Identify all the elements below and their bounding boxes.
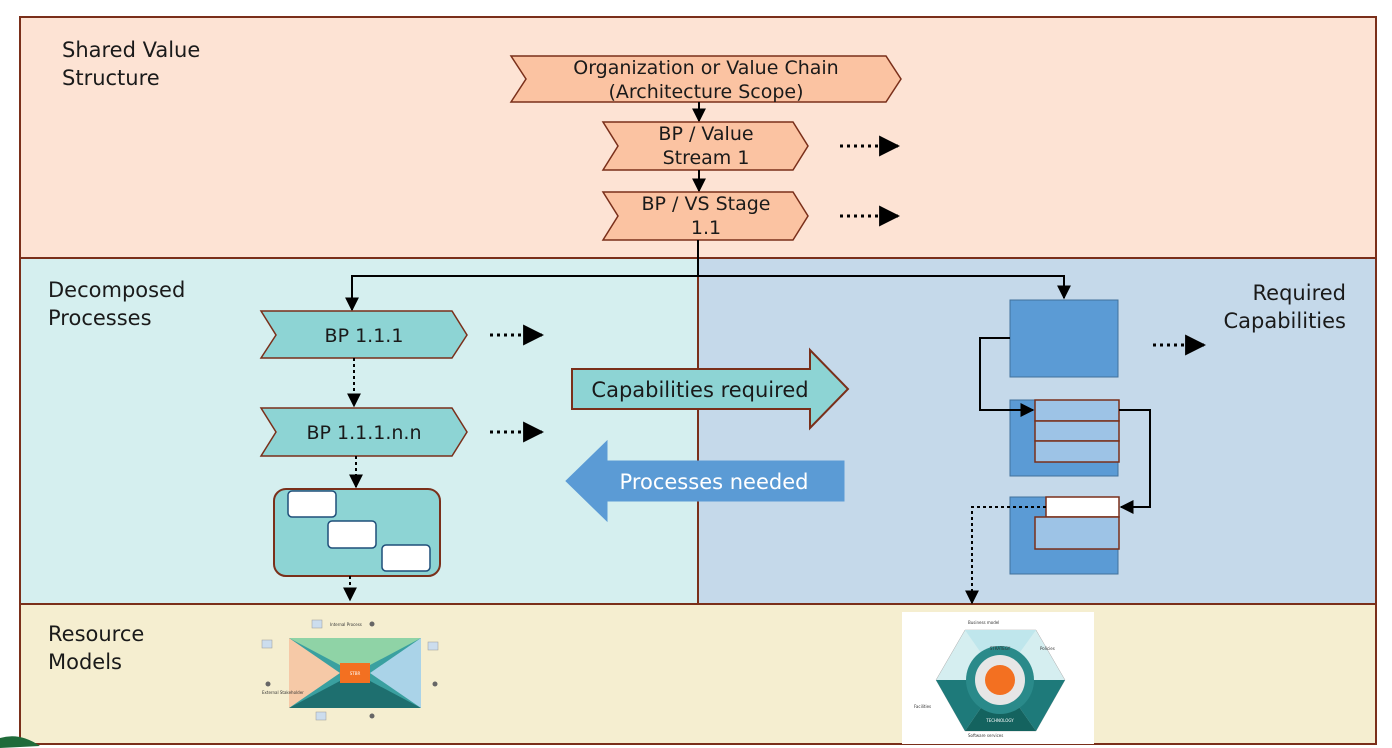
cap-connector-middle-bottom xyxy=(1119,409,1151,514)
resource-right-software: Software services xyxy=(968,733,1003,738)
resource-models-region xyxy=(19,603,1377,745)
capabilities-required-arrow xyxy=(571,347,850,431)
required-capabilities-label: Required Capabilities xyxy=(1223,281,1347,333)
stage-chevron-text-2: 1.1 xyxy=(691,217,721,239)
resource-right-policies: Policies xyxy=(1040,646,1055,651)
stage-chevron-text-1: BP / VS Stage xyxy=(642,193,771,215)
resource-left-internal: Internal Process xyxy=(330,622,362,627)
corner-logo xyxy=(0,736,40,748)
bp111nn-chevron xyxy=(259,407,468,457)
cap-connector-bottom-resource xyxy=(965,506,1046,605)
bp111-text: BP 1.1.1 xyxy=(325,325,404,347)
resource-right-facilities: Facilities xyxy=(914,704,931,709)
capability-sub-middle-3 xyxy=(1034,440,1120,463)
capabilities-required-text: Capabilities required xyxy=(591,378,808,402)
resource-right-strategy: STRATEGY xyxy=(990,646,1011,651)
cap-connector-top-middle xyxy=(979,337,1035,417)
resource-models-label: Resource Models xyxy=(48,622,145,674)
bp111nn-text: BP 1.1.1.n.n xyxy=(306,422,421,444)
processes-needed-text: Processes needed xyxy=(620,470,809,494)
vs1-chevron-text-1: BP / Value xyxy=(658,123,753,145)
workflow-step-3 xyxy=(381,544,431,572)
branch-connector xyxy=(345,240,699,312)
resource-model-right: STRATEGY TECHNOLOGY Business model Polic… xyxy=(902,612,1094,744)
vs-stage-chevron xyxy=(601,191,809,241)
resource-right-technology: TECHNOLOGY xyxy=(985,718,1014,723)
branch-connector-right xyxy=(698,275,1071,300)
value-stream-chevron xyxy=(601,121,809,171)
capability-box-top xyxy=(1009,299,1119,378)
capability-sub-bottom-1 xyxy=(1045,496,1120,518)
org-value-chain-chevron xyxy=(509,55,902,103)
capability-sub-middle-1 xyxy=(1034,399,1120,422)
org-chevron-text-1: Organization or Value Chain xyxy=(573,57,838,79)
resource-model-left: STBR Internal Process External Stakehold… xyxy=(258,615,450,731)
workflow-step-1 xyxy=(287,490,337,518)
shared-value-label: Shared Value Structure xyxy=(62,38,201,90)
capability-sub-bottom-2 xyxy=(1034,516,1120,550)
resource-right-business-model: Business model xyxy=(968,620,999,625)
decomposed-processes-label: Decomposed Processes xyxy=(48,278,186,330)
workflow-step-2 xyxy=(327,520,377,549)
resource-left-center: STBR xyxy=(350,671,361,676)
vs1-chevron-text-2: Stream 1 xyxy=(663,147,750,169)
processes-needed-arrow xyxy=(565,439,845,523)
org-chevron-text-2: (Architecture Scope) xyxy=(608,81,803,103)
capability-sub-middle-2 xyxy=(1034,420,1120,442)
resource-left-external: External Stakeholder xyxy=(262,690,304,695)
bp111-chevron xyxy=(259,310,468,359)
